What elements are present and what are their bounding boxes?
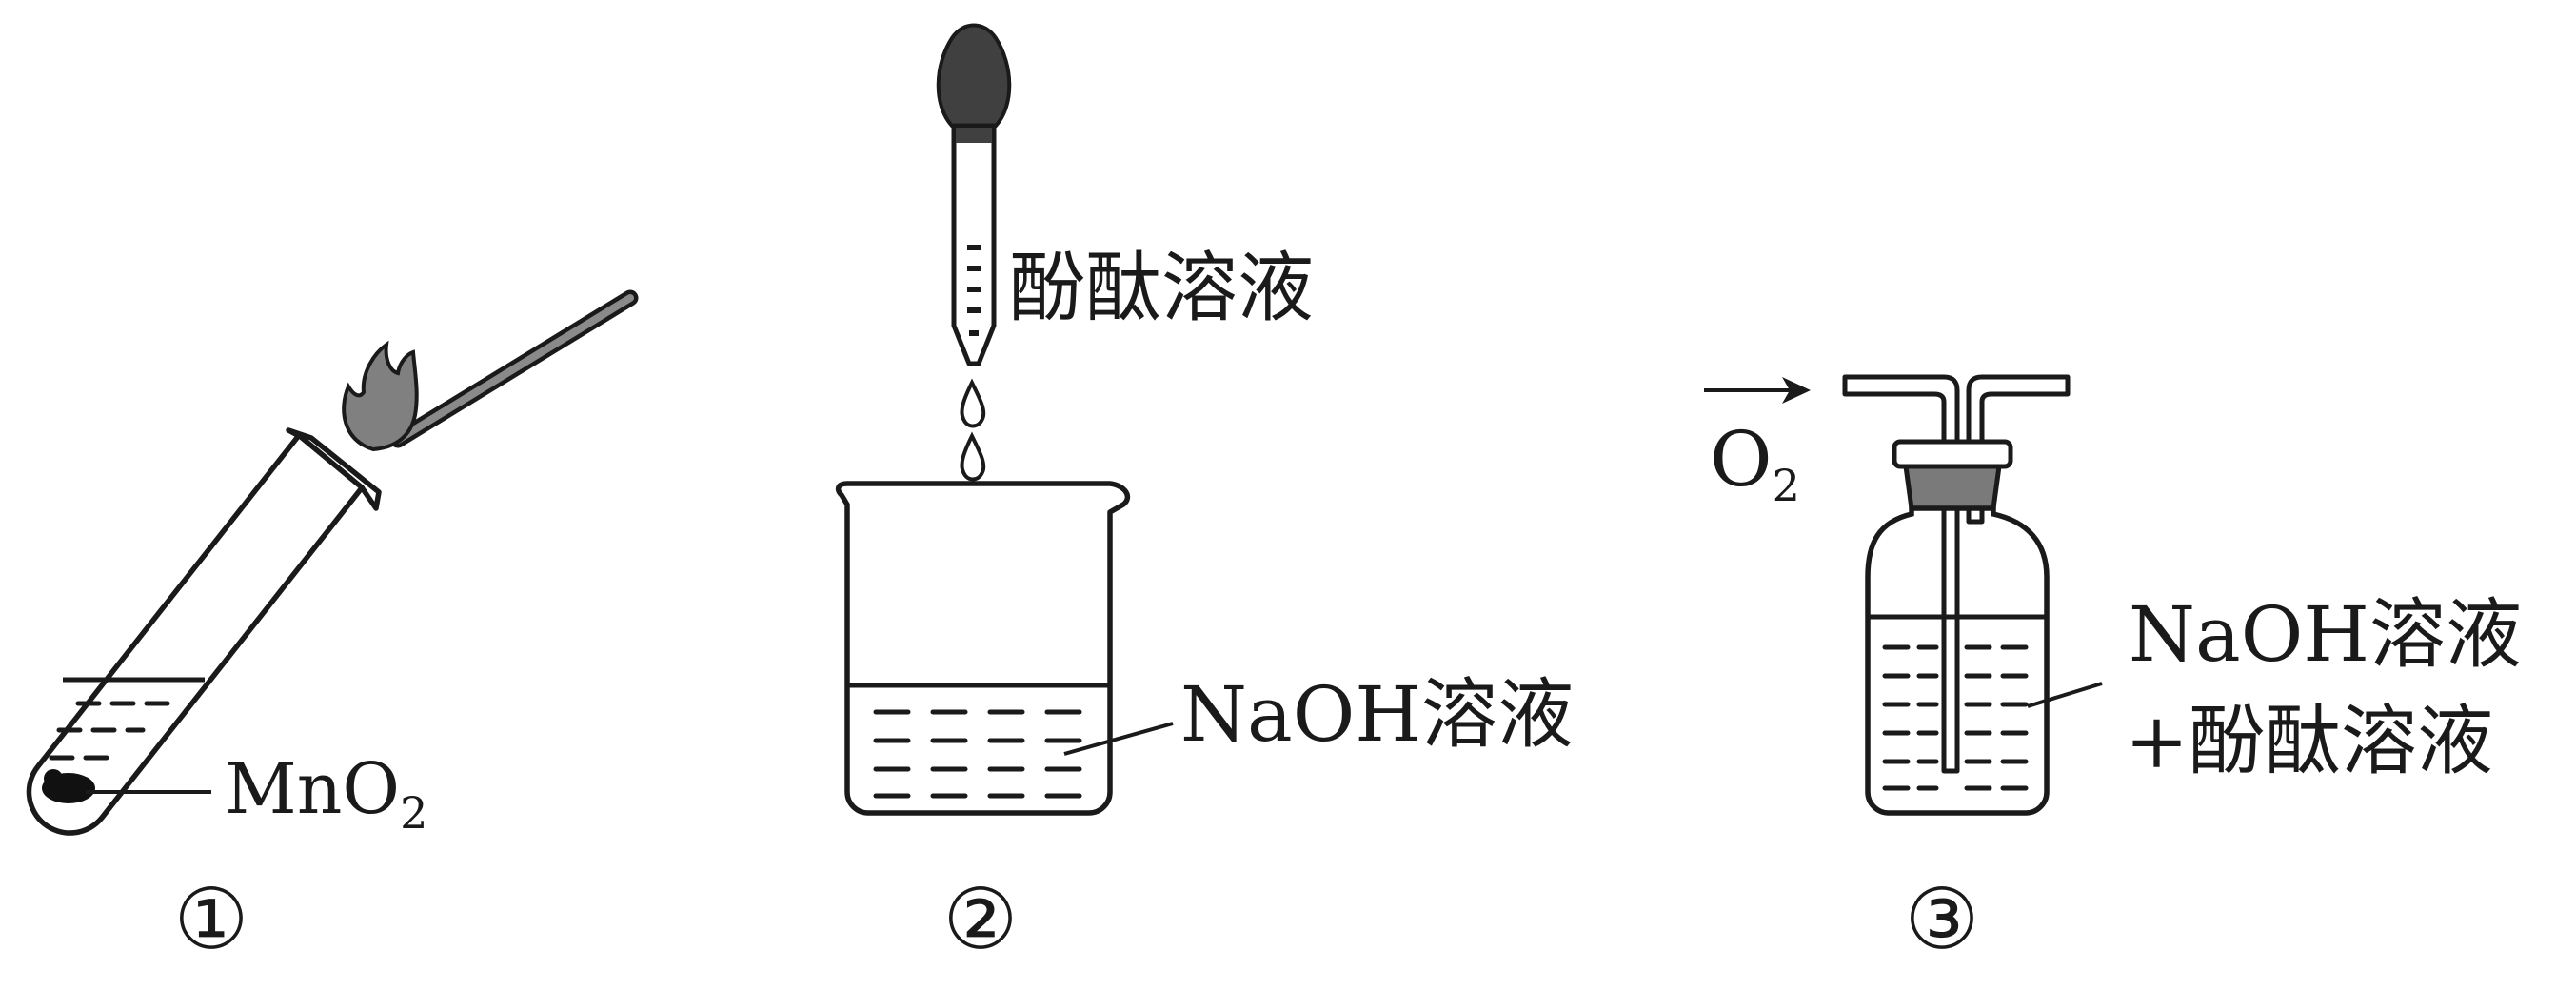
panel-number-2: ② <box>943 870 1019 968</box>
panel-2: 酚酞溶液 NaOH溶液 ② <box>835 23 1574 968</box>
gas-label: O2 <box>1710 415 1800 511</box>
flame-icon <box>342 340 419 452</box>
beaker-leader <box>1063 722 1174 756</box>
dropper-bulb <box>936 23 1012 128</box>
bottle-label-line1: NaOH溶液 <box>2129 590 2522 679</box>
liquid-dashes <box>49 701 170 761</box>
beaker-liquid-dashes <box>873 709 1082 799</box>
beaker-label: NaOH溶液 <box>1180 670 1574 759</box>
dropper <box>936 23 1012 366</box>
panel-1: MnO2 ① <box>26 289 639 968</box>
bottle-label-line2: +酚酞溶液 <box>2125 697 2493 785</box>
panel-3: O2 NaOH溶液 <box>1704 374 2522 968</box>
droplets <box>960 378 986 482</box>
bottle-collar <box>1892 439 2013 469</box>
panel-number-3: ③ <box>1905 870 1980 968</box>
gas-inlet-arrow <box>1704 377 1811 404</box>
mno2-label: MnO2 <box>225 748 427 839</box>
dropper-label: 酚酞溶液 <box>1009 244 1314 332</box>
test-tube <box>26 427 382 836</box>
panel-number-1: ① <box>174 870 249 968</box>
beaker <box>835 481 1131 816</box>
bottle-body <box>1865 505 2050 816</box>
bottle-stopper <box>1903 464 2002 511</box>
bottle-liquid-dashes <box>1882 644 2029 791</box>
bottle-leader <box>2027 682 2103 708</box>
